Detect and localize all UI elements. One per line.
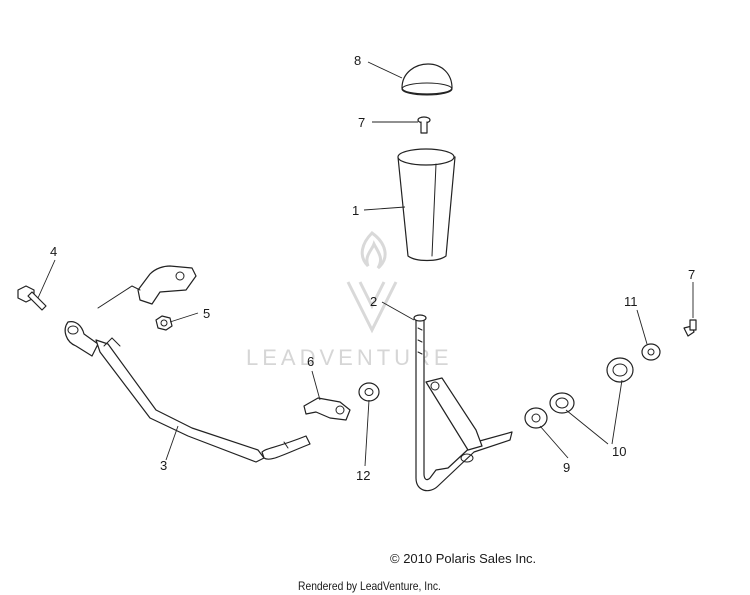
part-6-clip (303, 397, 351, 421)
part-1-shifter-knob (397, 148, 456, 262)
watermark-flame-icon (360, 231, 387, 270)
part-7-screw-top (417, 116, 431, 134)
callout-1: 1 (352, 203, 359, 218)
rendered-by-credit: Rendered by LeadVenture, Inc. (298, 579, 441, 593)
part-11-washer (641, 343, 661, 361)
part-10-bushing-a (549, 392, 575, 414)
part-3-shift-rod (64, 321, 311, 463)
callout-3: 3 (160, 458, 167, 473)
callout-10: 10 (612, 444, 626, 459)
leader-lines (37, 61, 694, 467)
callout-7-right: 7 (688, 267, 695, 282)
watermark-v-mark-icon (346, 281, 398, 334)
part-9-washer (524, 407, 548, 429)
leadventure-watermark: LEADVENTURE (246, 231, 453, 370)
callout-9: 9 (563, 460, 570, 475)
part-7-screw-right (683, 319, 697, 337)
part-4-bolt (17, 285, 47, 311)
callout-7-top: 7 (358, 115, 365, 130)
part-2-shift-lever (413, 314, 513, 492)
callout-12: 12 (356, 468, 370, 483)
callout-4: 4 (50, 244, 57, 259)
part-10-bushing-b (606, 357, 634, 383)
watermark-text: LEADVENTURE (246, 345, 453, 370)
callout-8: 8 (354, 53, 361, 68)
callout-6: 6 (307, 354, 314, 369)
rod-bracket (97, 265, 197, 309)
callout-2: 2 (370, 294, 377, 309)
copyright-notice: © 2010 Polaris Sales Inc. (390, 551, 537, 566)
callouts: 8 7 1 4 2 7 11 5 6 10 3 9 12 (50, 53, 695, 483)
part-5-nut (155, 315, 173, 331)
part-12-washer (358, 382, 380, 402)
callout-11: 11 (624, 294, 638, 309)
part-8-knob-cap (401, 63, 453, 96)
callout-5: 5 (203, 306, 210, 321)
